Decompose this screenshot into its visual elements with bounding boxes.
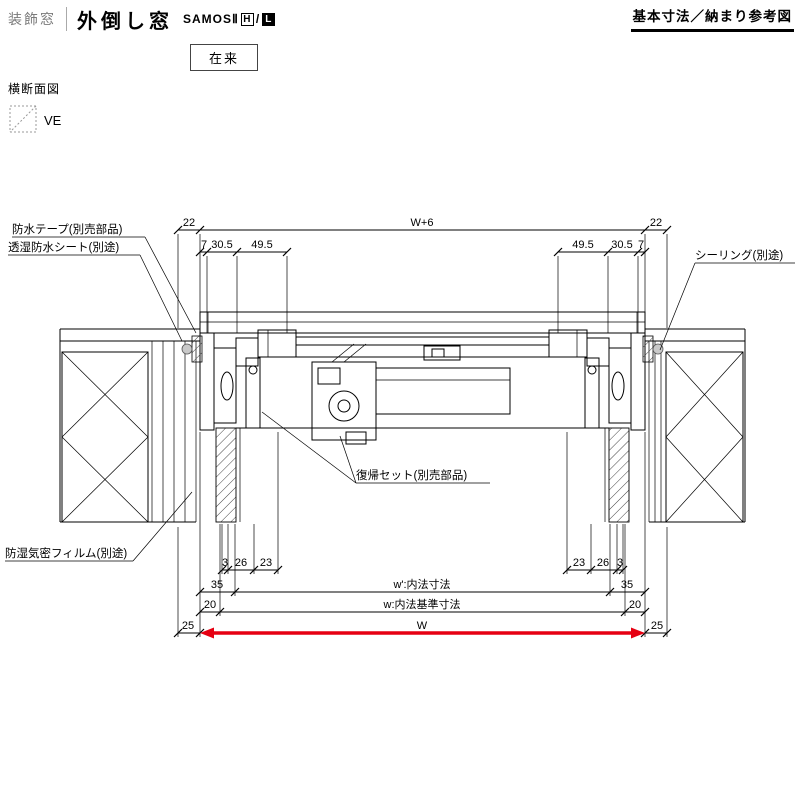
series-name: SAMOSⅡ <box>183 12 239 26</box>
svg-text:透湿防水シート(別途): 透湿防水シート(別途) <box>8 240 119 254</box>
dim-25-right: 25 <box>651 620 663 632</box>
callouts: 防水テープ(別売部品) 透湿防水シート(別途) シーリング(別途) 復帰セット(… <box>5 222 795 562</box>
svg-text:防湿気密フィルム(別途): 防湿気密フィルム(別途) <box>5 546 127 560</box>
window-frame <box>181 311 664 523</box>
ve-symbol: VE <box>9 105 62 133</box>
page-header: 装飾窓 外倒し窓 SAMOSⅡ H / L <box>0 0 800 34</box>
right-stud <box>665 351 744 523</box>
dimensions-top: 22 W+6 22 7 30.5 49.5 49.5 30.5 7 <box>173 217 672 333</box>
header-divider <box>66 7 67 31</box>
left-furring <box>215 427 237 523</box>
document-type-title: 基本寸法／納まり参考図 <box>630 5 794 32</box>
construction-type-box: 在来 <box>190 44 259 71</box>
left-stud <box>61 351 149 523</box>
right-seal-bead <box>652 343 664 355</box>
callout-sealing: シーリング(別途) <box>659 248 795 351</box>
dim-23-right: 23 <box>573 557 585 569</box>
dim-7-left: 7 <box>201 239 207 251</box>
callout-vapor-film: 防湿気密フィルム(別途) <box>5 491 193 562</box>
dim-26-right: 26 <box>597 557 609 569</box>
left-wall <box>59 328 200 523</box>
dim-49-5-right: 49.5 <box>572 239 593 251</box>
svg-text:防水テープ(別売部品): 防水テープ(別売部品) <box>12 222 123 236</box>
callout-waterproof-tape: 防水テープ(別売部品) <box>12 222 197 334</box>
dim-22-right: 22 <box>650 217 662 229</box>
dim-w-total: W <box>417 620 428 632</box>
right-wall <box>645 328 746 523</box>
dim-3-left: 3 <box>222 557 228 569</box>
operator-bar <box>375 367 511 415</box>
callout-breathable-sheet: 透湿防水シート(別途) <box>8 240 183 342</box>
dim-w-plus-6: W+6 <box>411 217 434 229</box>
ve-symbol-diagonal <box>9 105 37 133</box>
dim-20-right: 20 <box>629 599 641 611</box>
svg-text:復帰セット(別売部品): 復帰セット(別売部品) <box>356 468 467 482</box>
dimensions-bottom: 3 26 23 23 26 3 35 w':内法寸法 35 20 w:内法基準寸… <box>173 432 672 638</box>
left-backer <box>191 335 203 363</box>
page-title: 外倒し窓 <box>77 10 173 33</box>
dim-30-5-right: 30.5 <box>611 239 632 251</box>
w-dimension-arrow <box>200 627 645 639</box>
sash-right-cap <box>548 329 588 358</box>
dim-49-5-left: 49.5 <box>251 239 272 251</box>
dim-23-left: 23 <box>260 557 272 569</box>
dim-3-right: 3 <box>617 557 623 569</box>
operator-hardware <box>311 343 511 445</box>
dim-w-inner: w':内法寸法 <box>392 577 450 591</box>
dim-26-left: 26 <box>235 557 247 569</box>
dim-w-base: w:内法基準寸法 <box>383 597 461 611</box>
svg-text:シーリング(別途): シーリング(別途) <box>695 248 783 262</box>
frame-head-band <box>199 311 646 334</box>
dim-35-right: 35 <box>621 579 633 591</box>
dim-7-right: 7 <box>638 239 644 251</box>
dim-20-left: 20 <box>204 599 216 611</box>
dim-22-left: 22 <box>183 217 195 229</box>
sash-left-cap <box>257 329 297 358</box>
right-backer <box>642 335 654 363</box>
callout-return-set: 復帰セット(別売部品) <box>261 411 490 484</box>
dim-35-left: 35 <box>211 579 223 591</box>
dim-25-left: 25 <box>182 620 194 632</box>
series-separator: / <box>255 12 261 26</box>
w-arrow-head-left <box>200 627 214 639</box>
dim-30-5-left: 30.5 <box>211 239 232 251</box>
right-furring <box>608 427 630 523</box>
ve-symbol-box <box>9 105 37 133</box>
series-badge-h: H <box>240 12 254 26</box>
view-label: 横断面図 <box>8 82 61 96</box>
ve-symbol-label: VE <box>44 113 62 128</box>
category-label: 装飾窓 <box>8 11 56 27</box>
series-label: SAMOSⅡ H / L <box>183 12 276 26</box>
right-jamb-hardware <box>584 357 600 429</box>
left-jamb-hardware <box>245 357 261 429</box>
series-badge-l: L <box>262 12 276 26</box>
w-arrow-head-right <box>631 627 645 639</box>
left-seal-bead <box>181 343 193 355</box>
